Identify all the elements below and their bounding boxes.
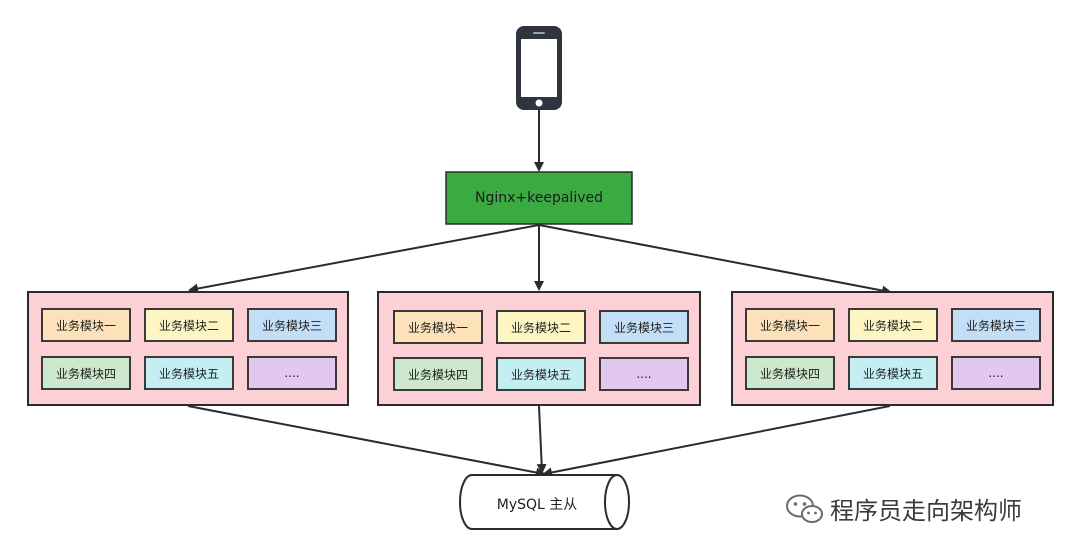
phone-icon (516, 26, 562, 110)
module-3: 业务模块三 (247, 308, 337, 342)
wechat-icon (786, 494, 823, 523)
arrow-gateway-to-cluster-1 (188, 224, 540, 294)
module-2: 业务模块二 (144, 308, 234, 342)
module-3: 业务模块三 (599, 310, 689, 344)
module-4: 业务模块四 (393, 357, 483, 391)
service-cluster-3: 业务模块一 业务模块二 业务模块三 业务模块四 业务模块五 .... (731, 291, 1054, 406)
service-cluster-1: 业务模块一 业务模块二 业务模块三 业务模块四 业务模块五 .... (27, 291, 349, 406)
gateway-box (445, 171, 633, 225)
module-1: 业务模块一 (745, 308, 835, 342)
module-more: .... (951, 356, 1041, 390)
arrow-cluster-3-to-db (542, 405, 891, 478)
module-1: 业务模块一 (393, 310, 483, 344)
module-4: 业务模块四 (745, 356, 835, 390)
module-5: 业务模块五 (144, 356, 234, 390)
arrow-cluster-1-to-db (187, 405, 546, 478)
module-more: .... (247, 356, 337, 390)
service-cluster-2: 业务模块一 业务模块二 业务模块三 业务模块四 业务模块五 .... (377, 291, 701, 406)
arrow-cluster-2-to-db (536, 405, 547, 474)
watermark: 程序员走向架构师 (830, 490, 1022, 526)
module-2: 业务模块二 (848, 308, 938, 342)
module-5: 业务模块五 (848, 356, 938, 390)
database-cylinder (459, 474, 630, 530)
arrow-gateway-to-cluster-3 (538, 224, 892, 296)
module-3: 业务模块三 (951, 308, 1041, 342)
module-more: .... (599, 357, 689, 391)
module-4: 业务模块四 (41, 356, 131, 390)
module-1: 业务模块一 (41, 308, 131, 342)
watermark-text: 程序员走向架构师 (830, 496, 1022, 525)
gateway-label: Nginx+keepalived (474, 190, 603, 206)
module-2: 业务模块二 (496, 310, 586, 344)
database-label: MySQL 主从 (496, 497, 578, 513)
module-5: 业务模块五 (496, 357, 586, 391)
